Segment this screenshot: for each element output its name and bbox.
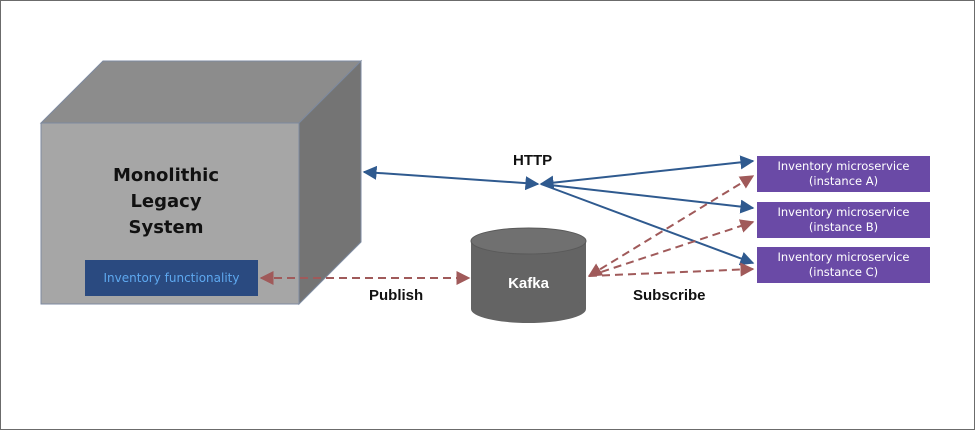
monolith-title-line: System [128,217,204,238]
microservice-name: Inventory microservice [777,159,910,173]
monolith-title: Monolithic Legacy System [81,163,251,241]
http-label: HTTP [513,152,553,169]
microservice-name: Inventory microservice [777,250,910,264]
microservice-instance: (instance B) [808,220,879,234]
http-arrow-monolith [362,165,540,191]
microservice-instance: (instance C) [808,265,879,279]
publish-label: Publish [369,287,424,304]
http-arrow-instance-a [539,155,755,190]
subscribe-arrow-instance-c [588,262,755,277]
subscribe-label: Subscribe [633,287,706,304]
microservice-instance: (instance A) [808,174,879,188]
kafka-label: Kafka [508,275,549,292]
subscribe-arrow-instance-b [588,219,755,277]
inventory-functionality-box: Inventory functionality [85,260,258,296]
monolith-title-line: Legacy [130,191,202,212]
microservice-instance-c: Inventory microservice (instance C) [757,247,930,283]
microservice-instance-a: Inventory microservice (instance A) [757,156,930,192]
microservice-instance-b: Inventory microservice (instance B) [757,202,930,238]
monolith-title-line: Monolithic [112,165,220,186]
microservice-name: Inventory microservice [777,205,910,219]
kafka-cylinder [470,227,587,323]
subscribe-arrow-instance-a [587,175,755,277]
